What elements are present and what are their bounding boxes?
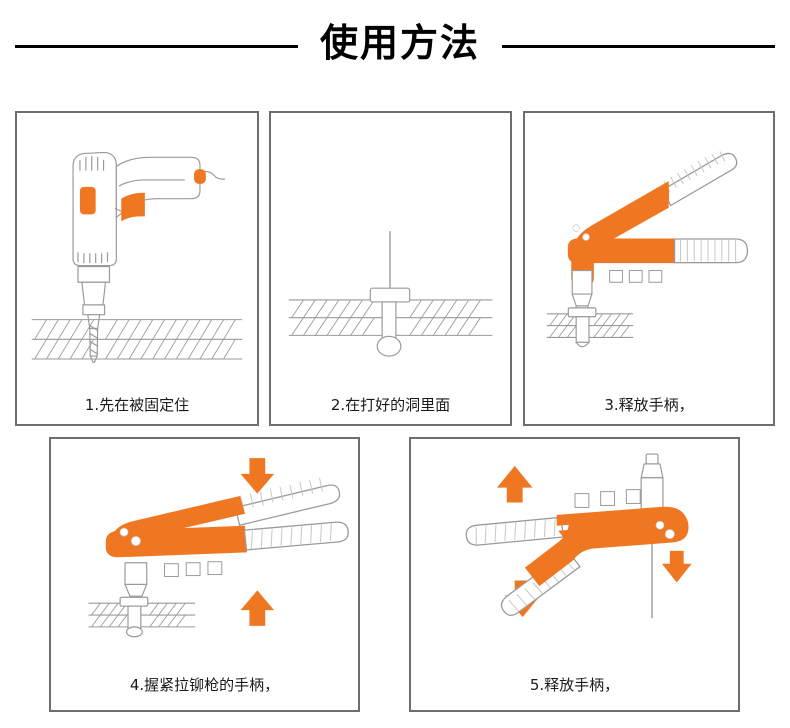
nozzle-tabs	[609, 269, 663, 283]
rivet-gun-body	[105, 495, 247, 558]
caption-line-1: 4.握紧拉铆枪的手柄，	[129, 675, 280, 694]
ejected-mandrel	[640, 453, 664, 619]
rivet	[567, 307, 597, 348]
title-rule-left	[14, 44, 298, 48]
material-cross-section	[546, 313, 634, 338]
pivot-pins	[655, 520, 675, 540]
caption-line-1: 5.释放手柄，	[529, 675, 620, 694]
arrow-up-icon	[240, 590, 275, 626]
upper-handle-grip	[234, 477, 341, 526]
title-rule-right	[502, 44, 775, 48]
illustration-rivet-gun-open	[546, 151, 749, 348]
illustration-electric-drill	[31, 151, 243, 363]
upper-handle-grip	[465, 516, 564, 546]
step-panel-3: 3.释放手柄， 铆钉卡进枪的头部	[523, 111, 775, 426]
caption-line-1: 1.先在被固定住	[84, 395, 190, 414]
rivet-gun-body	[524, 506, 689, 587]
page-header: 使用方法	[0, 0, 790, 92]
step-panel-1: 1.先在被固定住 的物体上钻个洞	[15, 111, 259, 426]
step-panel-2: 2.在打好的洞里面 塞进一枚铆钉	[269, 111, 512, 426]
step-caption-2: 2.在打好的洞里面 塞进一枚铆钉	[271, 359, 510, 424]
nozzle-tabs	[164, 561, 223, 578]
illustration-rivet-gun-released	[465, 453, 692, 619]
step-caption-1: 1.先在被固定住 的物体上钻个洞	[17, 359, 257, 424]
drill-orange-accents	[79, 169, 206, 222]
step-panel-4: 4.握紧拉铆枪的手柄， 咬断铆钉的尾部	[49, 437, 360, 712]
pivot-pins	[119, 527, 141, 546]
step-panel-5: 5.释放手柄， 放出铆钉的尾部	[409, 437, 740, 712]
lower-handle-grip	[673, 238, 749, 264]
step-caption-3: 3.释放手柄， 铆钉卡进枪的头部	[525, 359, 773, 424]
pivot-pins	[572, 224, 590, 241]
page-title: 使用方法	[319, 21, 480, 65]
rivet	[119, 596, 149, 638]
illustration-rivet-gun-squeezed	[88, 458, 349, 638]
rivet	[369, 231, 411, 357]
arrow-up-icon	[496, 465, 533, 503]
upper-handle-grip	[661, 151, 738, 207]
material-cross-section	[31, 319, 243, 360]
step-caption-4: 4.握紧拉铆枪的手柄， 咬断铆钉的尾部	[51, 639, 358, 710]
caption-line-1: 3.释放手柄，	[604, 395, 694, 414]
material-cross-section	[88, 602, 196, 628]
illustration-rivet-in-hole	[288, 231, 493, 357]
step-caption-5: 5.释放手柄， 放出铆钉的尾部	[411, 639, 738, 710]
rivet-gun-body	[567, 181, 729, 286]
arrow-down-icon	[240, 458, 275, 494]
arrow-down-right-icon	[661, 550, 692, 583]
nozzle-tabs	[574, 489, 641, 508]
lower-handle-grip	[243, 521, 349, 551]
caption-line-1: 2.在打好的洞里面	[330, 395, 451, 414]
